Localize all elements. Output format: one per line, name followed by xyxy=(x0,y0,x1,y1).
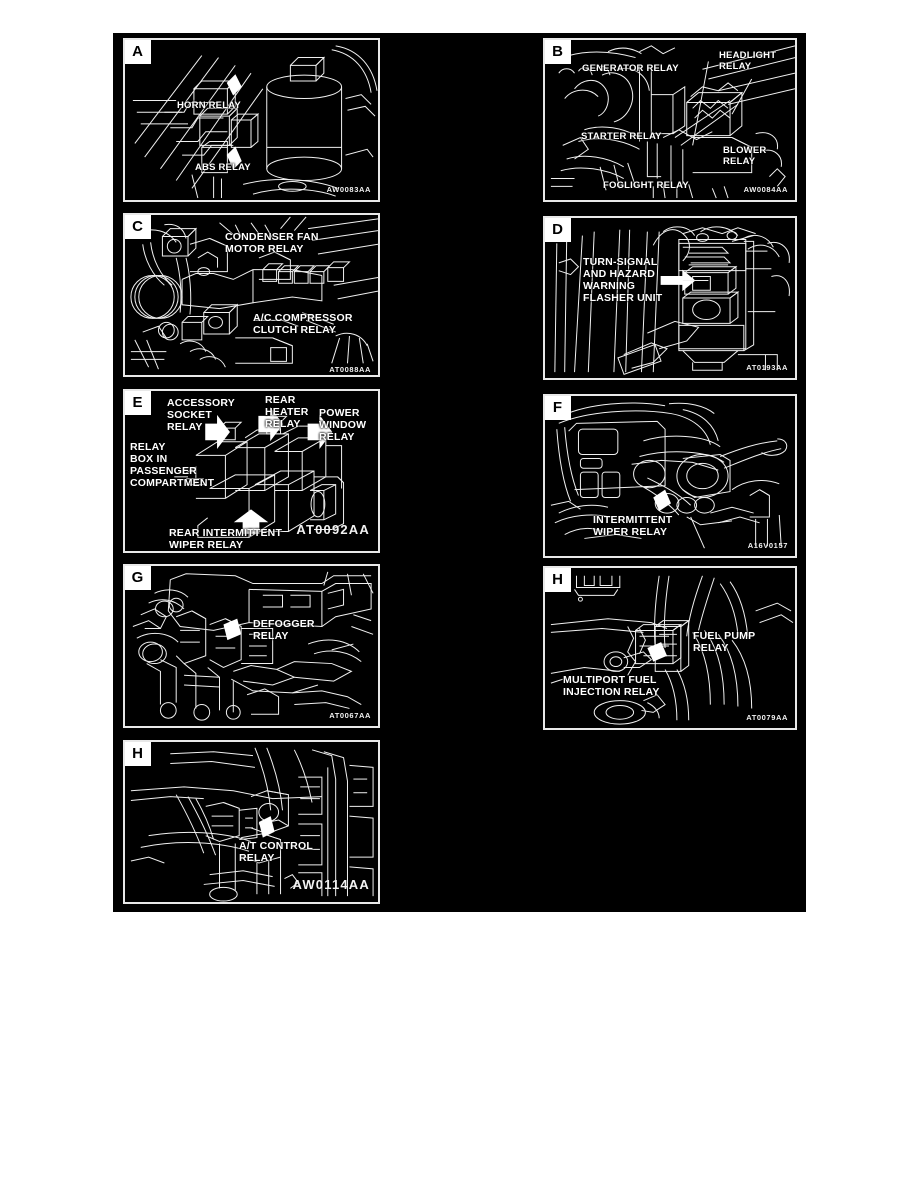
panel-letter-e: E xyxy=(125,391,151,415)
panel-h-fuel-code: AT0079AA xyxy=(746,713,788,722)
panel-d-lineart xyxy=(545,218,795,378)
panel-b-callout-foglight-relay: FOGLIGHT RELAY xyxy=(603,180,689,191)
panel-e-lineart xyxy=(125,391,378,551)
panel-a-callout-abs-relay: ABS RELAY xyxy=(195,162,251,173)
panel-b-callout-headlight-relay: HEADLIGHT RELAY xyxy=(719,50,777,72)
figure-panel-h-fuel: H FUEL PUMP RELAY MULTIPORT FUEL INJECTI… xyxy=(543,566,797,730)
panel-h-callout-multiport-fuel-injection-relay: MULTIPORT FUEL INJECTION RELAY xyxy=(563,674,660,698)
panel-f-code: A16V0157 xyxy=(747,541,788,550)
panel-e-callout-rear-heater-relay: REAR HEATER RELAY xyxy=(265,394,309,430)
panel-c-code: AT0088AA xyxy=(329,365,371,374)
panel-c-callout-condenser-fan-motor-relay: CONDENSER FAN MOTOR RELAY xyxy=(225,231,319,255)
panel-c-callout-ac-compressor-clutch-relay: A/C COMPRESSOR CLUTCH RELAY xyxy=(253,312,353,336)
figure-panel-g: G DEFOGGER RELAY AT0067AA xyxy=(123,564,380,728)
panel-b-code: AW0084AA xyxy=(743,185,788,194)
figure-panel-c: C CONDENSER FAN MOTOR RELAY A/C COMPRESS… xyxy=(123,213,380,377)
panel-a-code: AW0083AA xyxy=(326,185,371,194)
panel-letter-h-fuel: H xyxy=(545,568,571,592)
figure-panel-f: F INTERMITTENT WIPER RELAY A16V0157 xyxy=(543,394,797,558)
panel-b-callout-blower-relay: BLOWER RELAY xyxy=(723,145,767,167)
panel-b-lineart xyxy=(545,40,795,200)
panel-letter-g: G xyxy=(125,566,151,590)
panel-d-code: AT0193AA xyxy=(746,363,788,372)
panel-h-fuel-lineart xyxy=(545,568,795,728)
panel-h-callout-fuel-pump-relay: FUEL PUMP RELAY xyxy=(693,630,756,654)
panel-f-callout-intermittent-wiper-relay: INTERMITTENT WIPER RELAY xyxy=(593,514,673,538)
panel-h-callout-at-control-relay: A/T CONTROL RELAY xyxy=(239,840,313,864)
panel-e-callout-relay-box-location: RELAY BOX IN PASSENGER COMPARTMENT xyxy=(130,441,215,489)
figure-panel-a: A HORN RELAY ABS RELAY AW0083AA xyxy=(123,38,380,202)
panel-g-code: AT0067AA xyxy=(329,711,371,720)
panel-letter-c: C xyxy=(125,215,151,239)
figure-panel-e: E ACCESSORY SOCKET RELAY REAR HEATER REL… xyxy=(123,389,380,553)
panel-letter-f: F xyxy=(545,396,571,420)
figure-panel-h-at-control: H A/T CONTROL RELAY AW0114AA xyxy=(123,740,380,904)
panel-b-callout-starter-relay: STARTER RELAY xyxy=(581,131,662,142)
panel-g-callout-defogger-relay: DEFOGGER RELAY xyxy=(253,618,315,642)
figure-panel-b: B GENERATOR RELAY HEADLIGHT RELAY STARTE… xyxy=(543,38,797,202)
panel-b-callout-generator-relay: GENERATOR RELAY xyxy=(582,63,679,74)
panel-e-callout-power-window-relay: POWER WINDOW RELAY xyxy=(319,407,367,443)
panel-letter-d: D xyxy=(545,218,571,242)
panel-letter-a: A xyxy=(125,40,151,64)
panel-a-lineart xyxy=(125,40,378,200)
panel-h-at-lineart xyxy=(125,742,378,902)
panel-g-lineart xyxy=(125,566,378,726)
panel-d-callout-flasher-unit: TURN-SIGNAL AND HAZARD WARNING FLASHER U… xyxy=(583,256,663,304)
panel-h-at-code: AW0114AA xyxy=(292,877,370,892)
figure-panel-d: D TURN-SIGNAL AND HAZARD WARNING FLASHER… xyxy=(543,216,797,380)
panel-e-callout-rear-intermittent-wiper-relay: REAR INTERMITTENT WIPER RELAY xyxy=(169,527,283,551)
panel-letter-b: B xyxy=(545,40,571,64)
panel-e-callout-accessory-socket-relay: ACCESSORY SOCKET RELAY xyxy=(167,397,235,433)
panel-e-code: AT0092AA xyxy=(296,522,370,537)
panel-c-lineart xyxy=(125,215,378,375)
panel-letter-h-at-control: H xyxy=(125,742,151,766)
panel-a-callout-horn-relay: HORN RELAY xyxy=(177,100,241,111)
